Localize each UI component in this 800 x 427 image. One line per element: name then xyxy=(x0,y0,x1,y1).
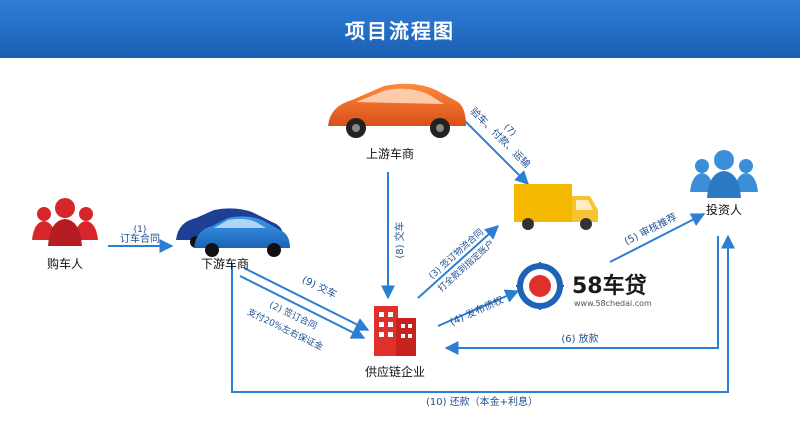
brand-logo-icon xyxy=(516,262,564,310)
upstream-label: 上游车商 xyxy=(366,146,414,161)
arrow-step2b xyxy=(239,275,366,339)
step7-text: 验车、付款、运输 xyxy=(468,105,534,171)
arrow-step10 xyxy=(231,234,735,393)
arrow-step3 xyxy=(417,225,500,299)
upstream-car-icon xyxy=(328,83,466,138)
enterprise-building-icon xyxy=(374,306,416,356)
downstream-label: 下游车商 xyxy=(201,256,249,271)
arrow-step4 xyxy=(437,289,520,327)
step4-label: (4) 发布债权 xyxy=(448,293,506,328)
buyer-label: 购车人 xyxy=(47,256,83,271)
step1-num: (1) xyxy=(134,225,147,235)
investor-icon xyxy=(690,150,758,198)
arrow-step5 xyxy=(609,213,706,263)
brand-name: 58车贷 xyxy=(572,273,647,299)
arrow-step2a xyxy=(243,267,370,331)
step10-label: (10) 还款（本金+利息） xyxy=(426,395,538,408)
enterprise-label: 供应链企业 xyxy=(365,364,425,379)
step1-text: 订车合同 xyxy=(120,232,160,245)
step8-label: (8) 交车 xyxy=(393,221,406,258)
arrow-step7 xyxy=(461,117,529,185)
header-bar: 项目流程图 xyxy=(0,0,800,58)
page-title: 项目流程图 xyxy=(345,19,455,43)
investor-label: 投资人 xyxy=(706,202,742,217)
arrow-step6 xyxy=(444,236,719,355)
downstream-car-icon xyxy=(176,208,290,257)
buyer-icon xyxy=(32,198,98,246)
truck-icon xyxy=(514,184,598,230)
brand-url: www.58chedai.com xyxy=(574,299,652,308)
step9-label: (9) 交车 xyxy=(300,273,339,301)
step6-label: (6) 放款 xyxy=(561,332,598,345)
arrows xyxy=(108,117,735,393)
